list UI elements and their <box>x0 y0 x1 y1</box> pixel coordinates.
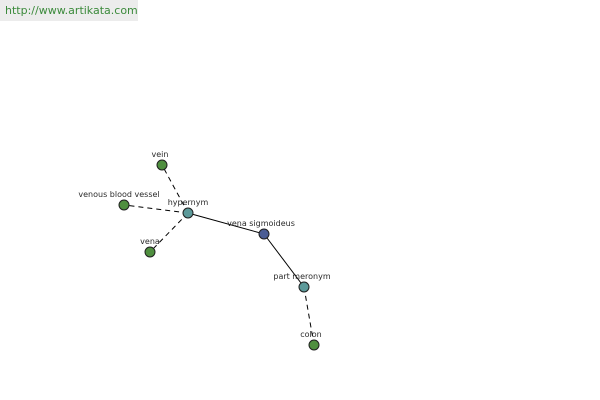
node-relation-hypernym[interactable] <box>182 207 194 219</box>
node-center[interactable] <box>258 228 270 240</box>
label-center: vena sigmoideus <box>227 219 295 228</box>
node-leaf-vein[interactable] <box>156 159 168 171</box>
node-leaf-vena[interactable] <box>144 246 156 258</box>
edge-part-meronym-colon <box>303 286 315 346</box>
label-leaf-vena: vena <box>140 237 160 246</box>
label-relation-part-meronym: part meronym <box>273 272 330 281</box>
label-relation-hypernym: hypernym <box>168 198 209 207</box>
node-leaf-colon[interactable] <box>308 339 320 351</box>
edge-center-part-meronym <box>263 233 305 288</box>
node-leaf-venous-blood-vessel[interactable] <box>118 199 130 211</box>
watermark-banner: http://www.artikata.com <box>0 0 138 21</box>
edge-hypernym-venous-blood-vessel <box>123 204 189 214</box>
label-leaf-venous-blood-vessel: venous blood vessel <box>78 190 159 199</box>
watermark-link-text[interactable]: http://www.artikata.com <box>5 4 138 17</box>
label-leaf-colon: colon <box>300 330 321 339</box>
edge-center-hypernym <box>187 212 265 235</box>
node-relation-part-meronym[interactable] <box>298 281 310 293</box>
edge-hypernym-vena <box>149 212 189 253</box>
label-leaf-vein: vein <box>152 150 169 159</box>
edge-hypernym-vein <box>161 164 189 214</box>
